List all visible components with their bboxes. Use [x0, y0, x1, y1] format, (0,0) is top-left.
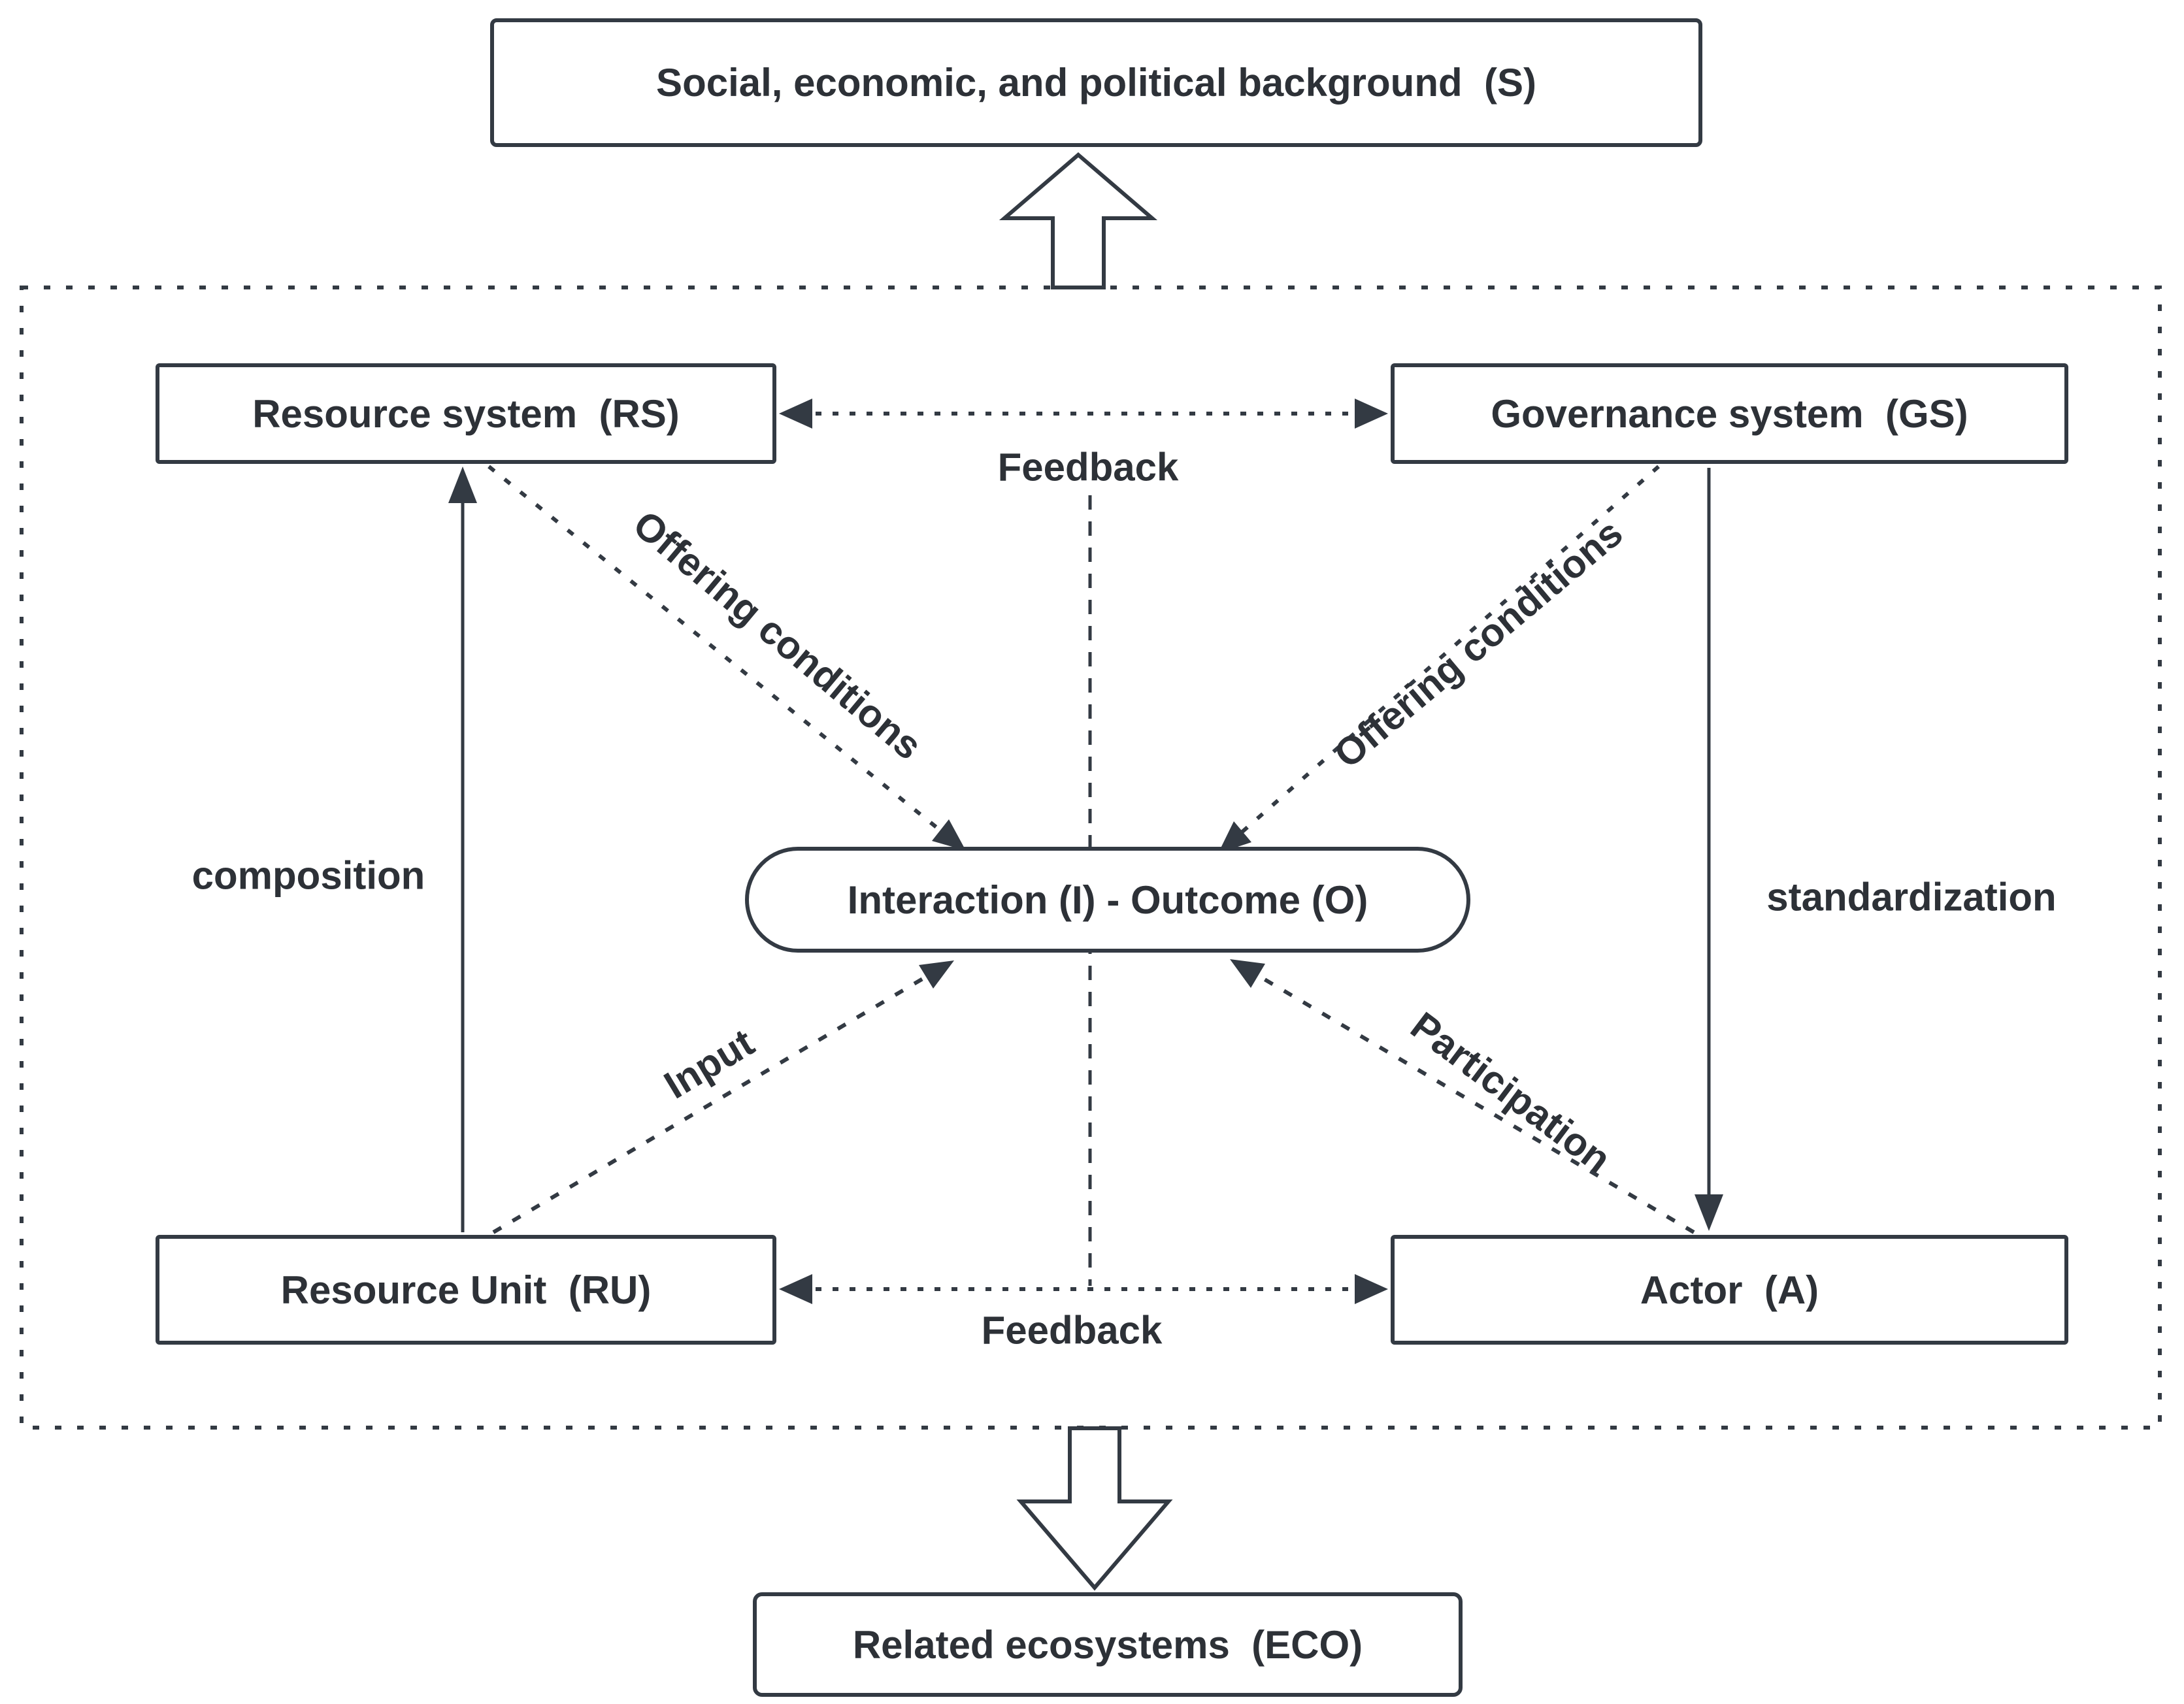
node-label: Governance system (GS)	[1491, 391, 1968, 436]
node-resource-system: Resource system (RS)	[156, 363, 776, 464]
composition-arrow	[448, 467, 477, 1232]
edge-label-feedback-bottom: Feedback	[981, 1308, 1163, 1352]
edge-label-feedback-top: Feedback	[997, 445, 1179, 489]
node-resource-unit: Resource Unit (RU)	[156, 1235, 776, 1345]
node-label: Resource system (RS)	[252, 391, 680, 436]
feedback-bottom-arrow	[779, 1274, 1388, 1304]
node-label: Actor (A)	[1640, 1268, 1819, 1312]
offering-conditions-left-arrow	[488, 465, 966, 851]
input-arrow	[492, 960, 954, 1234]
offering-conditions-right-arrow	[1218, 465, 1660, 853]
feedback-top-arrow	[779, 399, 1388, 429]
up-block-arrow-icon	[999, 152, 1158, 289]
node-related-ecosystems: Related ecosystems (ECO)	[753, 1592, 1463, 1697]
down-block-arrow-icon	[1016, 1426, 1173, 1591]
node-label: Social, economic, and political backgrou…	[656, 61, 1536, 105]
node-label: Resource Unit (RU)	[280, 1268, 652, 1312]
node-label: Interaction (I) - Outcome (O)	[847, 877, 1368, 922]
node-interaction-outcome: Interaction (I) - Outcome (O)	[745, 847, 1470, 953]
node-label: Related ecosystems (ECO)	[852, 1622, 1363, 1667]
node-social-economic-political-background: Social, economic, and political backgrou…	[490, 18, 1702, 147]
node-actor: Actor (A)	[1391, 1235, 2068, 1345]
edge-label-standardization: standardization	[1766, 875, 2057, 919]
standardization-arrow	[1695, 468, 1723, 1231]
edge-label-composition: composition	[191, 853, 425, 898]
participation-arrow	[1230, 959, 1695, 1234]
node-governance-system: Governance system (GS)	[1391, 363, 2068, 464]
